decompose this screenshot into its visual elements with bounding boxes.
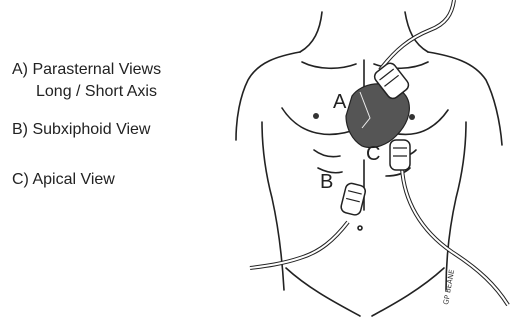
artist-signature: GP BEANE xyxy=(442,269,456,305)
left-clavicle xyxy=(302,62,356,68)
ultrasound-probe-icon xyxy=(340,182,367,216)
left-shoulder-outline xyxy=(236,52,300,140)
navel xyxy=(358,226,362,230)
probe-a-cable-outline xyxy=(380,0,454,70)
probe-c-cable xyxy=(402,168,508,305)
rib-mark xyxy=(314,150,340,157)
right-inguinal-line xyxy=(372,268,444,316)
label-c: C xyxy=(366,143,380,165)
label-b: B xyxy=(320,171,333,193)
left-inguinal-line xyxy=(286,268,360,316)
right-side-outline xyxy=(446,122,466,290)
right-nipple xyxy=(409,114,415,120)
left-nipple xyxy=(313,113,319,119)
probe-b-cable xyxy=(250,222,348,268)
label-a: A xyxy=(333,91,347,113)
probe-b-cable-outline xyxy=(250,222,348,268)
ultrasound-probe-icon xyxy=(390,140,410,170)
neck-left-outline xyxy=(300,12,322,52)
right-shoulder-outline xyxy=(428,52,502,145)
